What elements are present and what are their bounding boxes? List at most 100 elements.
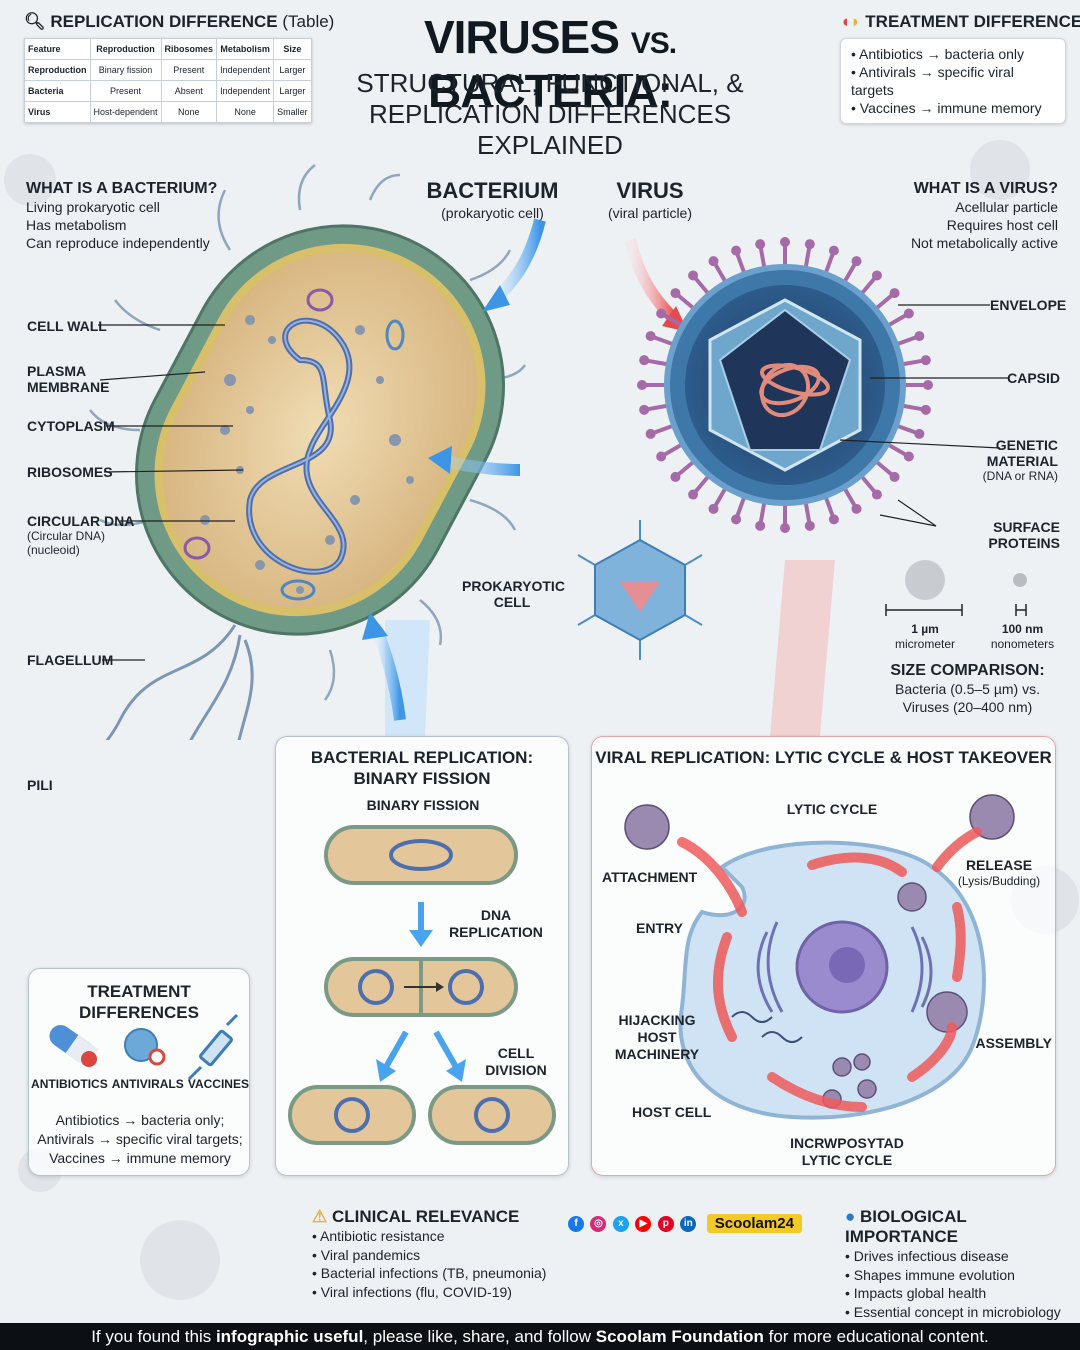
- page-subtitle: STRUCTURAL, FUNCTIONAL, & REPLICATION DI…: [300, 68, 800, 161]
- social-handle[interactable]: Scoolam24: [706, 1214, 802, 1233]
- clinical-title: ⚠︎ CLINICAL RELEVANCE: [312, 1207, 572, 1227]
- nucleolus: [829, 947, 865, 983]
- list-item-text: Vaccines → immune memory: [859, 100, 1042, 116]
- spike-head: [645, 331, 656, 342]
- treatment-panel-text: Antibiotics → bacteria only; Antivirals …: [29, 1111, 251, 1168]
- spike: [693, 474, 711, 494]
- rna-strands: [731, 1011, 803, 1043]
- facebook-icon[interactable]: f: [568, 1215, 584, 1232]
- spike: [758, 500, 767, 524]
- ribosomes: [200, 315, 414, 594]
- arrow-right-head: [436, 982, 444, 992]
- spike-head: [914, 428, 925, 439]
- pill-icon-half: ◗: [850, 12, 861, 31]
- spike-head: [645, 428, 656, 439]
- spike-head: [920, 355, 931, 366]
- spike-head: [708, 256, 719, 267]
- label-plasma-line2: MEMBRANE: [27, 379, 110, 395]
- label-hijack-line2: HOST: [637, 1029, 677, 1045]
- size-circle-bacteria: [905, 560, 945, 600]
- replication-title-suffix: (Table): [282, 12, 335, 31]
- plasmid: [306, 288, 334, 312]
- x-icon[interactable]: x: [612, 1215, 629, 1232]
- list-item-text: Bacterial infections (TB, pneumonia): [320, 1265, 547, 1281]
- label-bottom-line1: INCRWPOSYTAD: [790, 1135, 904, 1151]
- spike: [652, 335, 675, 347]
- capsule-icon: [49, 1024, 99, 1068]
- lytic-cycle-diagram: [624, 794, 1015, 1120]
- spike: [662, 442, 684, 457]
- social-bar: f ◎ x ▶ p in Scoolam24: [568, 1214, 823, 1236]
- spike-head: [851, 503, 862, 514]
- arrow-right-down-head: [446, 1059, 466, 1082]
- footer-bold-1: infographic useful: [215, 1327, 364, 1346]
- spike-head: [871, 489, 882, 500]
- list-item-text: Drives infectious disease: [853, 1248, 1009, 1264]
- plasmid: [183, 536, 211, 560]
- arrow-down-head: [409, 930, 433, 947]
- spike: [874, 459, 894, 477]
- bacterium-definition-heading: WHAT IS A BACTERIUM?: [26, 180, 218, 197]
- label-cell-wall: CELL WALL: [27, 318, 107, 334]
- instagram-icon[interactable]: ◎: [590, 1215, 607, 1232]
- label-prok-line1: PROKARYOTIC: [462, 578, 565, 594]
- label-plasma-membrane: PLASMA MEMBRANE: [27, 363, 109, 395]
- label-release: RELEASE (Lysis/Budding): [947, 857, 1051, 888]
- treatment-differences-panel: TREATMENT DIFFERENCES ANTIBIOTICS ANTIVI…: [28, 968, 250, 1176]
- treatment-difference-title: ◖◗ TREATMENT DIFFERENCE: [840, 12, 1080, 32]
- label-prokaryotic-cell: PROKARYOTIC CELL: [462, 578, 565, 610]
- small-virus-core: [620, 582, 660, 612]
- table-cell: Host-dependent: [89, 101, 162, 123]
- arrow-icon: [438, 454, 521, 476]
- spike-head: [780, 523, 790, 533]
- bacterium-leader-lines: [98, 324, 244, 661]
- clinical-title-text: CLINICAL RELEVANCE: [331, 1207, 520, 1226]
- spike-head: [828, 245, 839, 256]
- virus-leader-lines: [839, 304, 1008, 527]
- label-genetic-material: GENETIC MATERIAL (DNA or RNA): [960, 437, 1058, 483]
- magnifier-icon: 🔍︎: [24, 12, 46, 31]
- youtube-icon[interactable]: ▶: [635, 1215, 652, 1232]
- label-bottom-lytic: INCRWPOSYTAD LYTIC CYCLE: [772, 1135, 922, 1169]
- bacterium-definition: WHAT IS A BACTERIUM? Living prokaryotic …: [26, 180, 256, 252]
- spike-head: [637, 380, 647, 390]
- label-genetic-sub: (DNA or RNA): [982, 469, 1058, 483]
- list-item: • Antivirals → specific viral targets: [851, 64, 1014, 98]
- viral-replication-panel: VIRAL REPLICATION: LYTIC CYCLE & HOST TA…: [591, 736, 1056, 1176]
- step-dna-line1: DNA: [480, 907, 512, 923]
- treatment-panel-title: TREATMENT DIFFERENCES: [79, 982, 199, 1022]
- virus-definition-line: Acellular particle: [955, 199, 1058, 215]
- label-dna-sub1: (Circular DNA): [27, 529, 105, 543]
- spike: [646, 358, 670, 367]
- spike: [823, 495, 835, 518]
- scale-1um: 1 µm micrometer: [880, 621, 970, 651]
- replication-table-box: 🔍︎ REPLICATION DIFFERENCE (Table) Featur…: [24, 12, 334, 123]
- pill-icon: ◖: [840, 12, 851, 31]
- arrow-right-down-icon: [433, 1030, 459, 1069]
- spike-head: [914, 331, 925, 342]
- list-item: • Antibiotic resistance: [312, 1228, 445, 1244]
- spike: [803, 246, 812, 270]
- linkedin-icon[interactable]: in: [680, 1215, 697, 1232]
- treatment-difference-box: ◖◗ TREATMENT DIFFERENCE • Antibiotics → …: [840, 12, 1080, 124]
- list-item: • Bacterial infections (TB, pneumonia): [312, 1265, 547, 1281]
- spike: [842, 262, 857, 284]
- bacterial-replication-title: BACTERIAL REPLICATION: BINARY FISSION: [276, 747, 568, 789]
- footer-text-2: , please like, share, and follow: [363, 1327, 596, 1346]
- spike-head: [656, 308, 667, 319]
- treatment-difference-list: • Antibiotics → bacteria only • Antivira…: [840, 38, 1066, 124]
- table-header-row: Feature Reproduction Ribosomes Metabolis…: [24, 38, 312, 60]
- pinterest-icon[interactable]: p: [657, 1215, 674, 1232]
- title-bacteria: BACTERIA:: [428, 65, 673, 117]
- dna-loop: [474, 1097, 510, 1133]
- daughter-cell: [428, 1085, 556, 1145]
- small-virus-icon: [577, 520, 703, 660]
- spike-head: [688, 270, 699, 281]
- label-antibiotics: ANTIBIOTICS: [31, 1077, 108, 1091]
- arrow-icon: [362, 612, 388, 640]
- table-cell: None: [216, 101, 275, 123]
- spike: [713, 486, 728, 508]
- spike: [886, 442, 908, 457]
- virus-icon: [624, 794, 1015, 1109]
- label-dna-sub2: (nucleoid): [27, 543, 80, 557]
